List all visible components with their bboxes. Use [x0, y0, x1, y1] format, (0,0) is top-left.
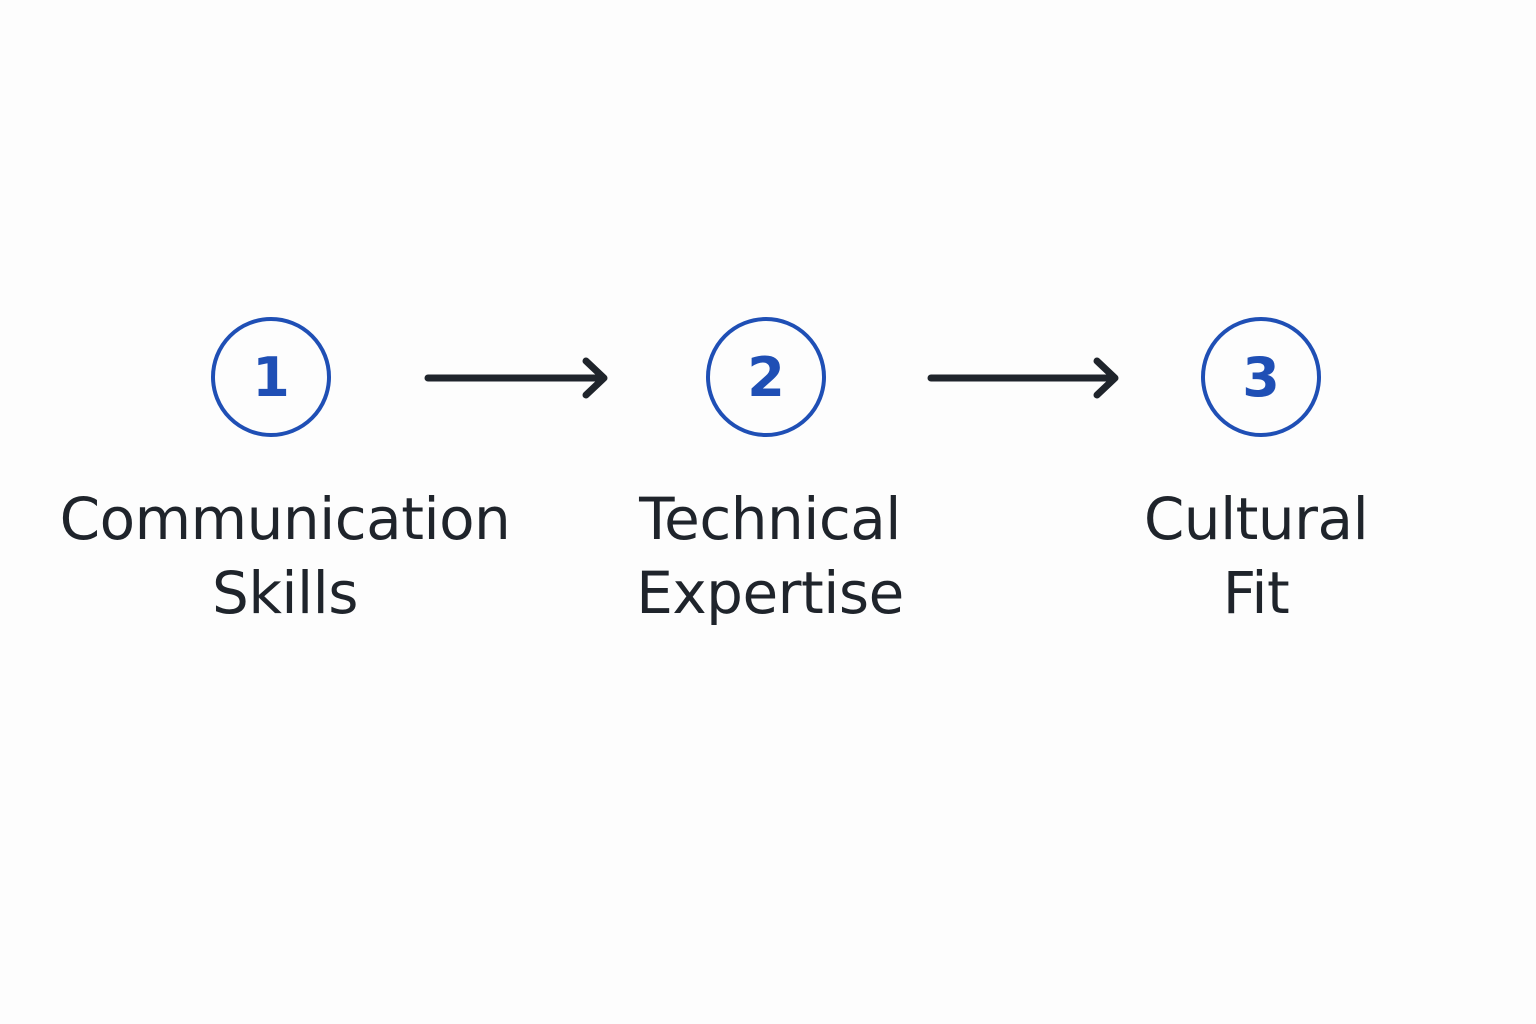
- step-3-label-line2: Fit: [1222, 559, 1290, 627]
- step-3-number: 3: [1242, 346, 1280, 409]
- step-1-number: 1: [252, 346, 290, 409]
- step-2-label-line1: Technical: [639, 485, 901, 553]
- step-1-circle: 1: [211, 317, 331, 437]
- step-3-circle: 3: [1201, 317, 1321, 437]
- step-2-circle: 2: [706, 317, 826, 437]
- step-3-label-line1: Cultural: [1143, 485, 1369, 553]
- right-arrow-icon: [424, 357, 608, 399]
- step-2-label: Technical Expertise: [540, 482, 1000, 630]
- step-1-label: Communication Skills: [55, 482, 515, 630]
- step-1-label-line2: Skills: [212, 559, 358, 627]
- right-arrow-icon: [927, 357, 1119, 399]
- step-3-label: Cultural Fit: [1026, 482, 1486, 630]
- step-1-label-line1: Communication: [59, 485, 511, 553]
- step-2-label-line2: Expertise: [636, 559, 904, 627]
- step-2-number: 2: [747, 346, 785, 409]
